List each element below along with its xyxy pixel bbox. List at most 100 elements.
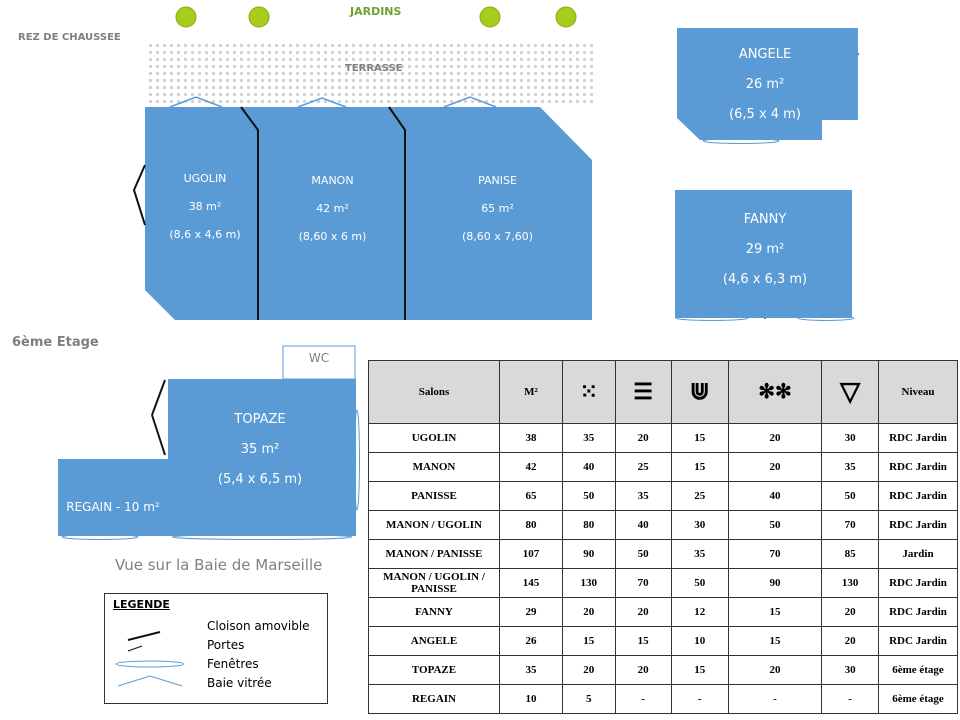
table-cell: 12: [670, 597, 729, 627]
legend-symbols: [115, 631, 185, 687]
table-cell: 35: [614, 481, 672, 511]
table-cell: 15: [727, 626, 823, 656]
table-cell: 20: [727, 452, 823, 482]
table-cell: 38: [499, 423, 563, 453]
table-cell: 20: [821, 626, 879, 656]
regain-room: [58, 459, 168, 536]
table-cell: 26: [499, 626, 563, 656]
table-cell: 50: [821, 481, 879, 511]
table-cell: 35: [821, 452, 879, 482]
ground-floor-title: REZ DE CHAUSSEE: [18, 32, 121, 43]
angele-room: [677, 28, 858, 140]
legend-item: Portes: [207, 638, 245, 652]
table-cell: MANON / PANISSE: [368, 539, 500, 569]
table-cell: 70: [614, 568, 672, 598]
table-cell: 130: [562, 568, 616, 598]
wc-room: [282, 345, 356, 380]
terrace-label: TERRASSE: [345, 63, 403, 74]
table-cell: TOPAZE: [368, 655, 500, 685]
table-cell: 85: [821, 539, 879, 569]
table-cell: RDC Jardin: [878, 423, 958, 453]
table-cell: ANGELE: [368, 626, 500, 656]
legend-item: Baie vitrée: [207, 676, 272, 690]
table-cell: 6ème étage: [878, 655, 958, 685]
table-cell: 30: [670, 510, 729, 540]
table-cell: FANNY: [368, 597, 500, 627]
table-cell: 20: [614, 597, 672, 627]
table-cell: 50: [562, 481, 616, 511]
table-cell: RDC Jardin: [878, 452, 958, 482]
table-cell: 90: [562, 539, 616, 569]
table-cell: 15: [670, 452, 729, 482]
table-cell: 20: [727, 423, 823, 453]
table-cell: 40: [727, 481, 823, 511]
table-cell: 25: [670, 481, 729, 511]
u-shape-icon: ⋓: [670, 360, 729, 424]
table-cell: MANON: [368, 452, 500, 482]
table-cell: RDC Jardin: [878, 568, 958, 598]
table-cell: 50: [614, 539, 672, 569]
table-cell: 10: [499, 684, 563, 714]
table-cell: 35: [499, 655, 563, 685]
header-area: M²: [499, 360, 563, 424]
table-cell: 10: [670, 626, 729, 656]
legend-item: Cloison amovible: [207, 619, 310, 633]
table-cell: -: [821, 684, 879, 714]
table-cell: 42: [499, 452, 563, 482]
table-cell: -: [727, 684, 823, 714]
table-cell: Jardin: [878, 539, 958, 569]
table-cell: 5: [562, 684, 616, 714]
table-cell: MANON / UGOLIN: [368, 510, 500, 540]
table-cell: 35: [670, 539, 729, 569]
table-cell: 80: [499, 510, 563, 540]
table-cell: 40: [562, 452, 616, 482]
table-cell: -: [670, 684, 729, 714]
table-cell: 80: [562, 510, 616, 540]
table-cell: 40: [614, 510, 672, 540]
table-cell: 35: [562, 423, 616, 453]
table-cell: PANISSE: [368, 481, 500, 511]
table-cell: 70: [821, 510, 879, 540]
table-cell: -: [614, 684, 672, 714]
table-cell: 6ème étage: [878, 684, 958, 714]
table-cell: 70: [727, 539, 823, 569]
legend-item: Fenêtres: [207, 657, 259, 671]
table-cell: 15: [562, 626, 616, 656]
view-label: Vue sur la Baie de Marseille: [115, 556, 323, 574]
tree-icons: [175, 6, 577, 28]
table-cell: 30: [821, 423, 879, 453]
table-cell: 20: [562, 597, 616, 627]
table-cell: 20: [821, 597, 879, 627]
table-cell: 20: [562, 655, 616, 685]
legend-title: LEGENDE: [113, 598, 170, 611]
table-cell: 50: [670, 568, 729, 598]
table-cell: RDC Jardin: [878, 626, 958, 656]
table-cell: 15: [727, 597, 823, 627]
theatre-icon: ⁙: [562, 360, 616, 424]
table-cell: 20: [614, 655, 672, 685]
table-cell: RDC Jardin: [878, 481, 958, 511]
fanny-room: [675, 190, 852, 318]
banquet-icon: ✻✻: [727, 360, 823, 424]
table-cell: 30: [821, 655, 879, 685]
room-wc: WC: [308, 351, 330, 365]
table-cell: 130: [821, 568, 879, 598]
classroom-icon: ☰: [614, 360, 672, 424]
table-cell: 20: [727, 655, 823, 685]
table-cell: RDC Jardin: [878, 597, 958, 627]
table-cell: REGAIN: [368, 684, 500, 714]
